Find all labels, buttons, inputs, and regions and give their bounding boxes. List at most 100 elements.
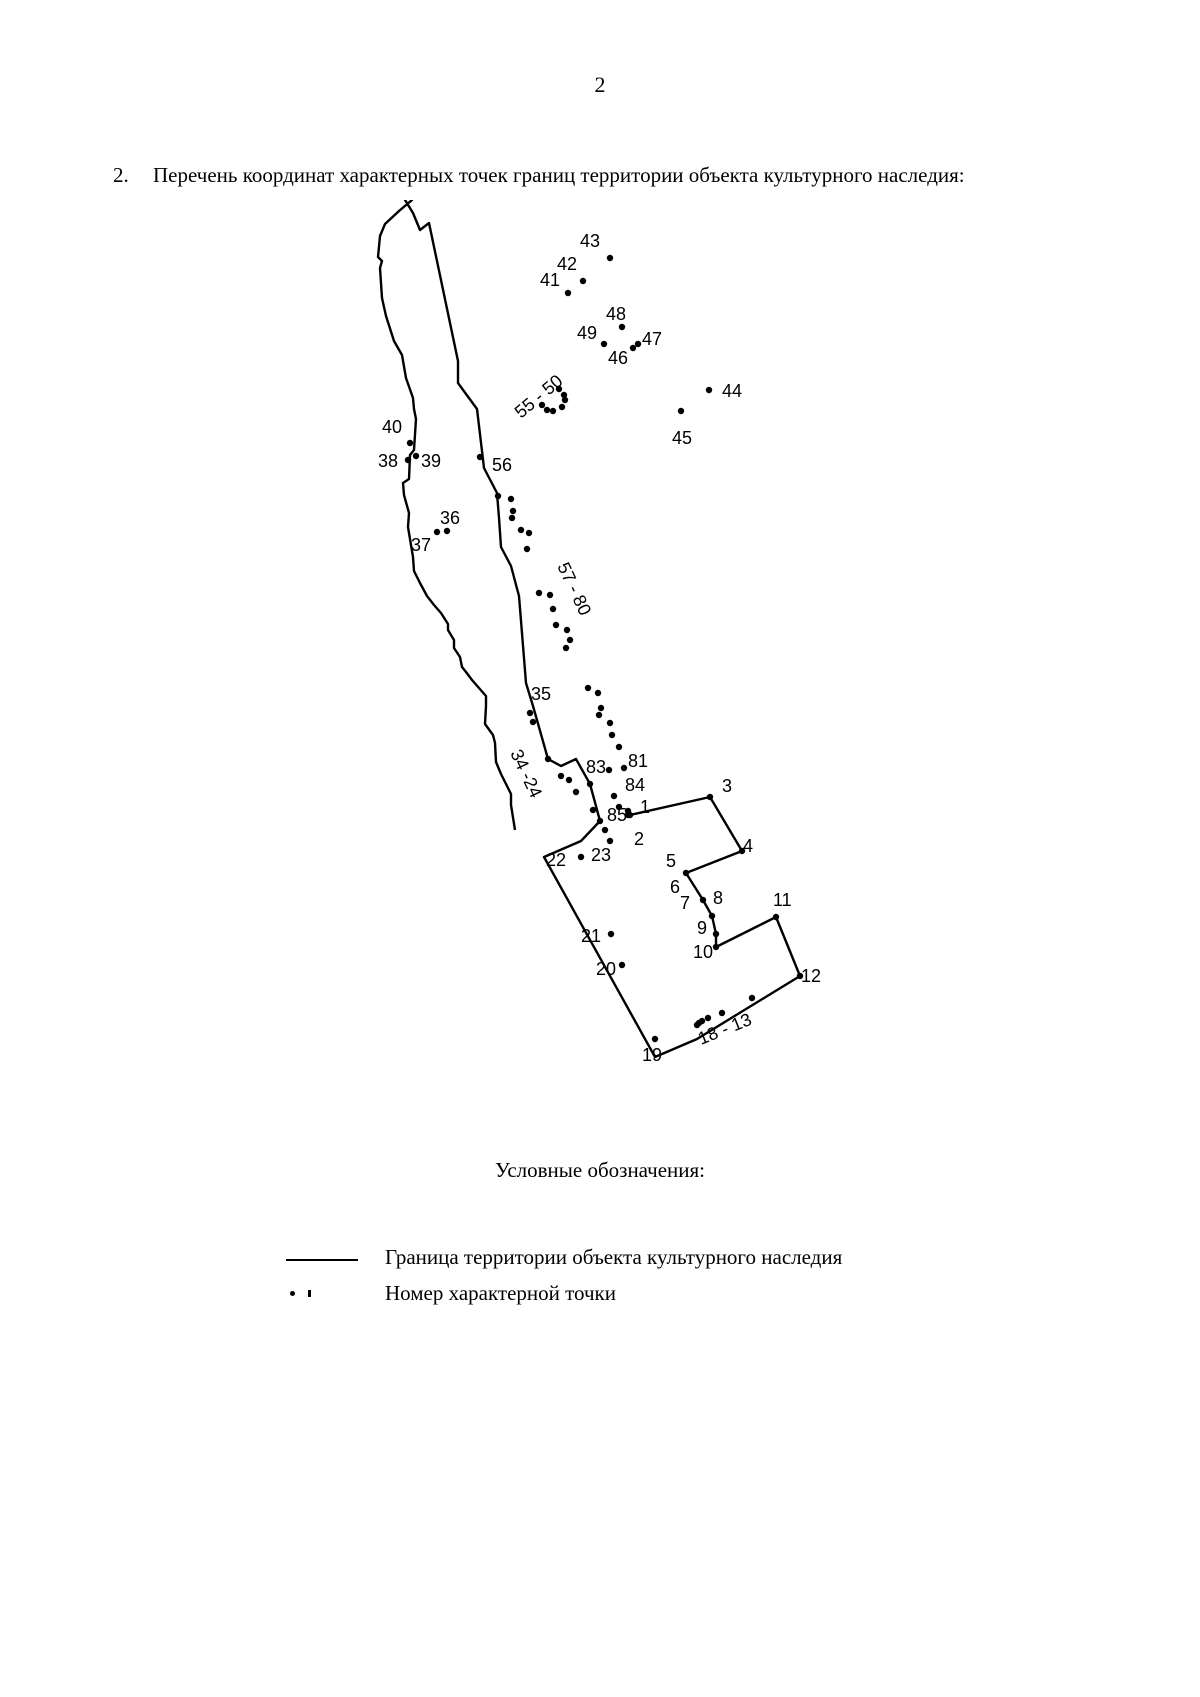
legend-boundary-line-symbol — [280, 1245, 360, 1273]
point-label: 39 — [421, 451, 441, 471]
point-marker — [579, 277, 587, 285]
point-marker — [507, 495, 515, 503]
point-marker — [651, 1035, 659, 1043]
point-marker — [572, 788, 580, 796]
point-marker — [712, 943, 720, 951]
point-label: 81 — [628, 751, 648, 771]
point-marker — [525, 529, 533, 537]
point-label: 84 — [625, 775, 645, 795]
point-marker — [549, 407, 557, 415]
point-label: 22 — [546, 850, 566, 870]
point-marker — [601, 826, 609, 834]
point-label: 48 — [606, 304, 626, 324]
point-label: 23 — [591, 845, 611, 865]
point-label: 49 — [577, 323, 597, 343]
point-label: 35 — [531, 684, 551, 704]
point-marker — [618, 323, 626, 331]
point-marker — [610, 792, 618, 800]
point-label: 41 — [540, 270, 560, 290]
point-label: 21 — [581, 926, 601, 946]
line-icon — [286, 1259, 358, 1261]
point-labels: 1 2 3 4 5 6 7 8 9 10 11 12 18 - 13 19 20… — [378, 231, 821, 1065]
point-marker — [682, 869, 690, 877]
point-marker — [704, 1014, 712, 1022]
point-marker — [718, 1009, 726, 1017]
page-number: 2 — [594, 72, 606, 97]
point-marker — [597, 704, 605, 712]
point-marker — [509, 507, 517, 515]
section-heading: 2. Перечень координат характерных точек г… — [113, 163, 1193, 188]
point-label: 44 — [722, 381, 742, 401]
point-marker — [560, 391, 568, 399]
point-marker — [523, 545, 531, 553]
point-label: 40 — [382, 417, 402, 437]
point-label: 11 — [773, 890, 792, 910]
point-marker — [577, 853, 585, 861]
point-marker — [606, 719, 614, 727]
point-label: 57 - 80 — [553, 559, 595, 618]
section-title: Перечень координат характерных точек гра… — [153, 163, 965, 187]
point-marker — [494, 492, 502, 500]
point-marker — [596, 817, 604, 825]
point-marker — [796, 972, 804, 980]
point-label: 45 — [672, 428, 692, 448]
legend-point-symbol — [280, 1281, 360, 1309]
point-marker — [552, 621, 560, 629]
point-marker — [538, 401, 546, 409]
point-label: 7 — [680, 893, 690, 913]
point-label: 37 — [411, 535, 431, 555]
point-label: 18 - 13 — [695, 1009, 754, 1049]
point-marker — [699, 896, 707, 904]
point-marker — [546, 591, 554, 599]
point-label: 10 — [693, 942, 713, 962]
point-marker — [607, 930, 615, 938]
legend-point-label: Номер характерной точки — [385, 1281, 616, 1305]
point-label: 42 — [557, 254, 577, 274]
point-marker — [600, 340, 608, 348]
dot-icon — [290, 1291, 295, 1296]
point-marker — [508, 514, 516, 522]
point-marker — [557, 772, 565, 780]
point-marker — [595, 711, 603, 719]
point-label: 36 — [440, 508, 460, 528]
point-marker — [618, 961, 626, 969]
point-marker — [412, 452, 420, 460]
point-label: 38 — [378, 451, 398, 471]
point-marker — [620, 764, 628, 772]
legend-title: Условные обозначения: — [494, 1158, 706, 1182]
point-label: 3 — [722, 776, 732, 796]
point-marker — [529, 718, 537, 726]
point-marker — [526, 709, 534, 717]
point-marker — [589, 806, 597, 814]
point-label: 83 — [586, 757, 606, 777]
point-label: 19 — [642, 1045, 662, 1065]
point-marker — [605, 766, 613, 774]
point-label: 8 — [713, 888, 723, 908]
section-number: 2. — [113, 163, 129, 187]
point-marker — [594, 689, 602, 697]
point-marker — [738, 847, 746, 855]
legend-item-point: Номер характерной точки — [280, 1281, 980, 1311]
point-label: 12 — [801, 966, 821, 986]
point-marker — [406, 439, 414, 447]
point-marker — [615, 743, 623, 751]
legend-item-boundary: Граница территории объекта культурного н… — [280, 1245, 980, 1275]
scheme-points — [404, 254, 804, 1043]
point-marker — [443, 527, 451, 535]
point-marker — [708, 912, 716, 920]
point-marker — [615, 803, 623, 811]
boundary-line — [376, 200, 802, 1059]
point-marker — [584, 684, 592, 692]
point-marker — [564, 289, 572, 297]
point-marker — [624, 811, 632, 819]
point-marker — [608, 731, 616, 739]
point-marker — [606, 837, 614, 845]
point-marker — [404, 456, 412, 464]
point-label: 55 - 50 — [511, 371, 567, 422]
point-marker — [772, 913, 780, 921]
point-label: 2 — [634, 829, 644, 849]
point-marker — [565, 776, 573, 784]
point-marker — [693, 1021, 701, 1029]
point-label: 6 — [670, 877, 680, 897]
legend-boundary-label: Граница территории объекта культурного н… — [385, 1245, 843, 1269]
